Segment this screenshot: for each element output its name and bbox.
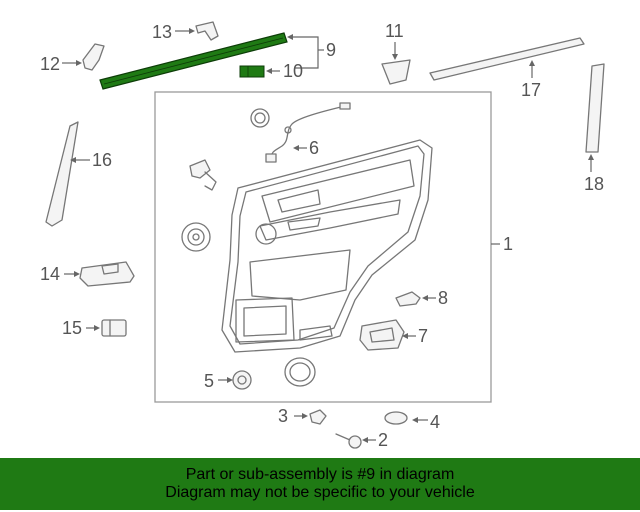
callout-12[interactable]: 12 xyxy=(40,54,60,74)
callout-5[interactable]: 5 xyxy=(204,371,214,391)
callout-18[interactable]: 18 xyxy=(584,174,604,194)
part-18-pillar-moulding[interactable] xyxy=(585,63,605,153)
callout-4[interactable]: 4 xyxy=(430,412,440,432)
callout-9-bracket xyxy=(289,36,319,69)
callout-16[interactable]: 16 xyxy=(92,150,112,170)
part-17-outer-moulding[interactable] xyxy=(429,37,585,81)
part-11-garnish[interactable] xyxy=(381,59,411,85)
door-speaker-grille xyxy=(284,357,316,387)
callout-8[interactable]: 8 xyxy=(438,288,448,308)
part-4-cover[interactable] xyxy=(384,411,408,425)
part-8-bracket[interactable] xyxy=(395,291,421,307)
callout-2[interactable]: 2 xyxy=(378,430,388,450)
callout-1[interactable]: 1 xyxy=(503,234,513,254)
part-5-cap[interactable] xyxy=(232,370,252,390)
part-9-belt-moulding[interactable] xyxy=(99,32,288,90)
courtesy-lamp xyxy=(189,159,217,191)
part-6-wire-harness[interactable] xyxy=(265,102,351,163)
part-2-screw[interactable] xyxy=(335,433,362,449)
part-15-switch[interactable] xyxy=(101,319,127,337)
part-13-moulding-end[interactable] xyxy=(195,21,219,41)
door-trim-board xyxy=(221,139,433,353)
callout-17[interactable]: 17 xyxy=(521,80,541,100)
callout-10[interactable]: 10 xyxy=(283,61,303,81)
callout-13[interactable]: 13 xyxy=(152,22,172,42)
callout-3[interactable]: 3 xyxy=(278,406,288,426)
door-panel-frame xyxy=(154,91,492,403)
part-7-inside-handle[interactable] xyxy=(359,319,405,351)
part-14-switch-panel[interactable] xyxy=(79,261,135,287)
callout-7[interactable]: 7 xyxy=(418,326,428,346)
callout-11[interactable]: 11 xyxy=(385,21,404,41)
part-10-clip[interactable] xyxy=(239,65,265,78)
info-banner: Part or sub-assembly is #9 in diagram Di… xyxy=(0,458,640,510)
callout-9[interactable]: 9 xyxy=(326,40,336,60)
door-speaker-small xyxy=(181,222,211,252)
callout-14[interactable]: 14 xyxy=(40,264,60,284)
banner-line-2: Diagram may not be specific to your vehi… xyxy=(165,484,475,501)
banner-line-1: Part or sub-assembly is #9 in diagram xyxy=(185,466,455,483)
part-3-clip[interactable] xyxy=(309,409,327,425)
tweeter-cap xyxy=(250,108,270,128)
exploded-parts-diagram: 1 9 10 13 12 11 17 16 xyxy=(40,21,605,450)
part-12-end-cap[interactable] xyxy=(82,43,105,71)
callout-15[interactable]: 15 xyxy=(62,318,82,338)
part-16-pillar-garnish[interactable] xyxy=(45,121,79,227)
callout-6[interactable]: 6 xyxy=(309,138,319,158)
